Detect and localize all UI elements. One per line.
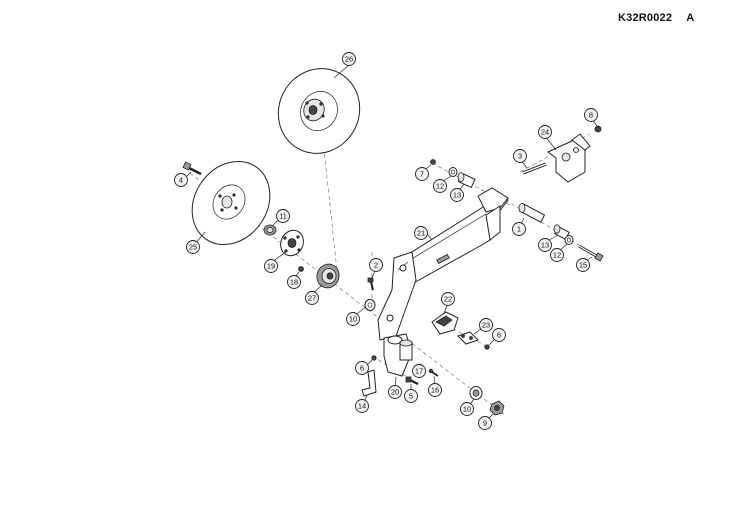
callout-7: 7 [415,167,429,181]
drawing-code: K32R0022 [618,12,673,24]
nut-9 [489,400,505,416]
svg-text:21: 21 [417,229,425,238]
spacer-tube-1 [518,203,546,223]
svg-text:27: 27 [308,294,316,303]
callout-2: 2 [369,258,383,272]
callout-12-lower: 12 [550,248,564,262]
callout-9: 9 [478,416,492,430]
hub-cap-27 [316,263,340,289]
callout-18: 18 [287,275,301,289]
clamp-22 [431,311,459,335]
callout-24: 24 [538,125,552,139]
disc-blade-upper [277,68,361,154]
svg-text:9: 9 [483,419,487,428]
callout-6-left: 6 [355,361,369,375]
svg-text:11: 11 [279,212,287,221]
svg-text:5: 5 [409,392,413,401]
bolt-15 [578,244,604,262]
svg-text:10: 10 [463,405,471,414]
callout-16: 16 [428,383,442,397]
nut-6-right [484,344,490,350]
svg-text:26: 26 [345,55,353,64]
svg-text:8: 8 [589,111,593,120]
callout-4: 4 [174,173,188,187]
svg-text:19: 19 [267,262,275,271]
callout-23: 23 [479,318,493,332]
callout-5: 5 [404,389,418,403]
bracket-23 [457,331,479,345]
bolt-5 [405,376,419,385]
callout-13-upper: 13 [450,188,464,202]
washer-10-lower [469,386,483,400]
svg-text:12: 12 [436,182,444,191]
callout-20: 20 [388,385,402,399]
washer-10-upper [364,299,376,311]
svg-text:13: 13 [453,191,461,200]
svg-text:15: 15 [579,261,587,270]
bolt-4 [182,161,202,176]
callouts: 26 4 25 11 19 18 27 2 10 21 7 12 13 3 24… [174,52,598,430]
washer-12-lower [564,235,574,245]
drawing-number: K32R0022 A [618,12,694,24]
svg-text:17: 17 [415,367,423,376]
pin-3 [522,162,547,175]
callout-19: 19 [264,259,278,273]
disc-blade-lower [191,160,271,246]
callout-22: 22 [441,292,455,306]
svg-text:1: 1 [517,225,521,234]
bolt-2 [367,277,374,291]
svg-text:13: 13 [541,241,549,250]
callout-11: 11 [276,209,290,223]
mounting-bracket-24 [547,133,591,183]
svg-text:16: 16 [431,386,439,395]
svg-text:10: 10 [349,315,357,324]
callout-6-right: 6 [492,328,506,342]
callout-1: 1 [512,222,526,236]
hub-flange-19 [280,229,304,257]
svg-text:18: 18 [290,278,298,287]
svg-text:2: 2 [374,261,378,270]
callout-26: 26 [342,52,356,66]
callout-13-lower: 13 [538,238,552,252]
main-arm-21 [377,187,509,377]
svg-text:23: 23 [482,321,490,330]
callout-14: 14 [355,399,369,413]
svg-text:6: 6 [360,364,364,373]
svg-text:25: 25 [189,243,197,252]
nut-18 [298,266,304,272]
bushing-13-upper [457,172,476,189]
nut-6-left [371,355,377,361]
callout-10-lower: 10 [460,402,474,416]
drawing-revision: A [686,12,695,24]
l-bracket-14 [361,369,377,397]
svg-text:22: 22 [444,295,452,304]
callout-25: 25 [186,240,200,254]
bolt-16 [428,368,439,377]
nut-7 [430,159,436,165]
svg-text:7: 7 [420,170,424,179]
svg-text:12: 12 [553,251,561,260]
bearing-11 [263,224,277,236]
callout-3: 3 [513,149,527,163]
bushing-13-lower [553,224,570,241]
nut-8 [594,125,602,133]
svg-text:20: 20 [391,388,399,397]
svg-text:14: 14 [358,402,366,411]
callout-27: 27 [305,291,319,305]
callout-10-upper: 10 [346,312,360,326]
callout-12-upper: 12 [433,179,447,193]
callout-15: 15 [576,258,590,272]
svg-text:6: 6 [497,331,501,340]
callout-8: 8 [584,108,598,122]
svg-text:4: 4 [179,176,183,185]
washer-12-upper [448,167,458,177]
callout-17: 17 [412,364,426,378]
svg-text:3: 3 [518,152,522,161]
callout-21: 21 [414,226,428,240]
svg-text:24: 24 [541,128,549,137]
